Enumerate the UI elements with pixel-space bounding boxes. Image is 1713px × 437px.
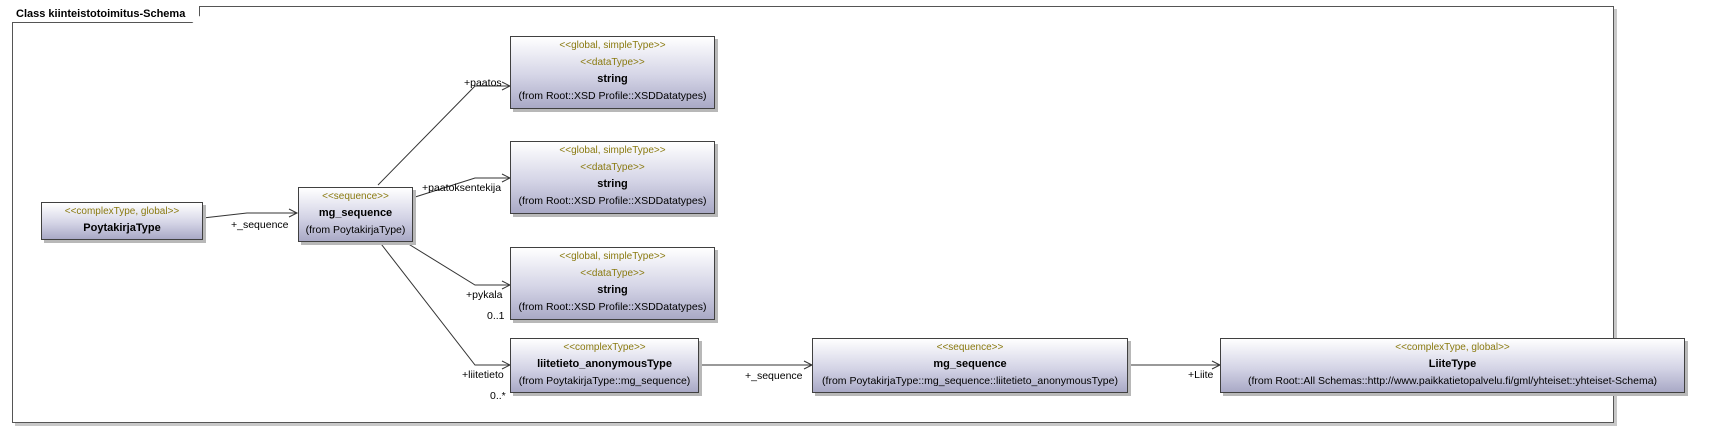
role-label-paatoksentekija: +paatoksentekija (422, 182, 502, 194)
role-label-liitetieto: +liitetieto (462, 369, 504, 381)
class-liitetype[interactable]: <<complexType, global>> LiiteType (from … (1220, 338, 1685, 393)
role-label-seq2: +_sequence (745, 370, 803, 382)
class-string-pykala[interactable]: <<global, simpleType>> <<dataType>> stri… (510, 247, 715, 320)
class-name: LiiteType (1428, 358, 1477, 370)
multiplicity-liitetieto: 0..* (490, 390, 506, 402)
class-string-paatos[interactable]: <<global, simpleType>> <<dataType>> stri… (510, 36, 715, 109)
class-origin: (from PoytakirjaType::mg_sequence::liite… (822, 375, 1118, 387)
class-poytakirjatype[interactable]: <<complexType, global>> PoytakirjaType (41, 202, 203, 240)
assoc-paatoksentekija (411, 177, 510, 199)
class-origin: (from PoytakirjaType::mg_sequence) (518, 375, 691, 387)
role-label-paatos: +paatos (464, 77, 502, 89)
class-name: mg_sequence (318, 207, 393, 219)
class-name: liitetieto_anonymousType (537, 358, 672, 370)
stereotype-label: <<global, simpleType>> (559, 40, 666, 51)
assoc-liitetieto (377, 239, 510, 366)
class-name: PoytakirjaType (83, 222, 161, 234)
class-liitetieto-anonymoustype[interactable]: <<complexType>> liitetieto_anonymousType… (510, 338, 699, 393)
stereotype-label: <<complexType, global>> (1395, 342, 1510, 353)
class-origin: (from Root::XSD Profile::XSDDatatypes) (518, 90, 707, 102)
class-mg-sequence-liitetieto[interactable]: <<sequence>> mg_sequence (from Poytakirj… (812, 338, 1128, 393)
class-mg-sequence[interactable]: <<sequence>> mg_sequence (from Poytakirj… (298, 187, 413, 242)
class-origin: (from Root::All Schemas::http://www.paik… (1247, 375, 1658, 387)
role-label-seq1: +_sequence (231, 219, 289, 231)
stereotype-label: <<sequence>> (322, 191, 389, 202)
stereotype-label: <<dataType>> (580, 162, 645, 173)
class-origin: (from Root::XSD Profile::XSDDatatypes) (518, 301, 707, 313)
multiplicity-pykala: 0..1 (487, 310, 505, 322)
stereotype-label: <<sequence>> (936, 342, 1004, 353)
class-string-paatoksentekija[interactable]: <<global, simpleType>> <<dataType>> stri… (510, 141, 715, 214)
assoc-seq1 (202, 212, 297, 219)
role-label-pykala: +pykala (466, 289, 503, 301)
stereotype-label: <<dataType>> (580, 57, 645, 68)
class-name: string (597, 73, 628, 85)
class-origin: (from Root::XSD Profile::XSDDatatypes) (518, 195, 707, 207)
stereotype-label: <<dataType>> (580, 268, 645, 279)
role-label-liite: +Liite (1188, 369, 1214, 381)
stereotype-label: <<global, simpleType>> (559, 145, 666, 156)
class-name: string (597, 284, 628, 296)
assoc-paatos (377, 85, 510, 186)
class-origin: (from PoytakirjaType) (305, 224, 406, 236)
assoc-pykala (401, 239, 510, 286)
diagram-title: Class kiinteistotoimitus-Schema (12, 6, 200, 23)
class-name: mg_sequence (933, 358, 1007, 370)
class-name: string (597, 178, 628, 190)
stereotype-label: <<complexType>> (563, 342, 646, 353)
stereotype-label: <<global, simpleType>> (559, 251, 666, 262)
stereotype-label: <<complexType, global>> (64, 206, 180, 217)
